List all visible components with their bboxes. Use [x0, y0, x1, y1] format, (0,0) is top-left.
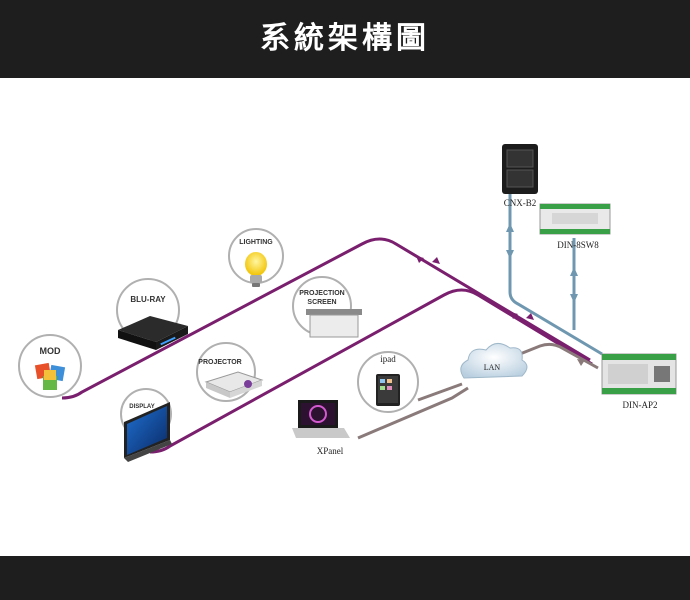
arrow-icon	[510, 312, 534, 320]
display-device: DISPLAY	[120, 388, 172, 462]
bluray-label: BLU-RAY	[130, 295, 166, 304]
xpanel-device: XPanel	[292, 400, 350, 456]
din-ap2-device: DIN-AP2	[601, 353, 677, 410]
display-label: DISPLAY	[129, 404, 154, 410]
projection-label-1: PROJECTION	[299, 290, 345, 297]
lan-cloud: LAN	[460, 343, 528, 379]
header-bar	[0, 0, 690, 78]
control-line-upper	[61, 237, 591, 400]
xpanel-label: XPanel	[317, 446, 344, 456]
control-line-lower	[149, 288, 593, 454]
network-line-ipad	[417, 382, 463, 402]
network-line-xpanel	[357, 386, 469, 440]
ipad-label: ipad	[380, 354, 396, 364]
lan-label: LAN	[484, 363, 501, 372]
page-title: 系統架構圖	[260, 21, 430, 56]
mod-device: MOD	[18, 334, 82, 398]
arrow-icon	[416, 256, 440, 264]
lighting-device: LIGHTING	[228, 228, 284, 287]
dinap2-label: DIN-AP2	[623, 400, 658, 410]
footer-bar	[0, 556, 690, 600]
cnx-b2-device: CNX-B2	[502, 144, 538, 208]
bluray-device: BLU-RAY	[116, 278, 188, 350]
din-8sw8-device: DIN-8SW8	[539, 203, 611, 250]
relay-line-cnx	[508, 194, 603, 356]
bulb-icon	[245, 252, 267, 276]
cnx-label: CNX-B2	[504, 198, 537, 208]
arrow-icon	[577, 359, 585, 366]
projection-screen-device: PROJECTION SCREEN	[292, 276, 362, 338]
lighting-label: LIGHTING	[239, 239, 273, 246]
ipad-device: ipad	[357, 351, 419, 413]
arrow-icon	[506, 223, 514, 259]
arrow-icon	[570, 267, 578, 303]
network-line-lan	[519, 342, 599, 370]
projection-label-2: SCREEN	[307, 299, 336, 306]
projector-device: PROJECTOR	[196, 342, 264, 402]
projector-label: PROJECTOR	[198, 359, 241, 366]
mod-label: MOD	[40, 346, 61, 356]
din8sw8-label: DIN-8SW8	[557, 240, 599, 250]
